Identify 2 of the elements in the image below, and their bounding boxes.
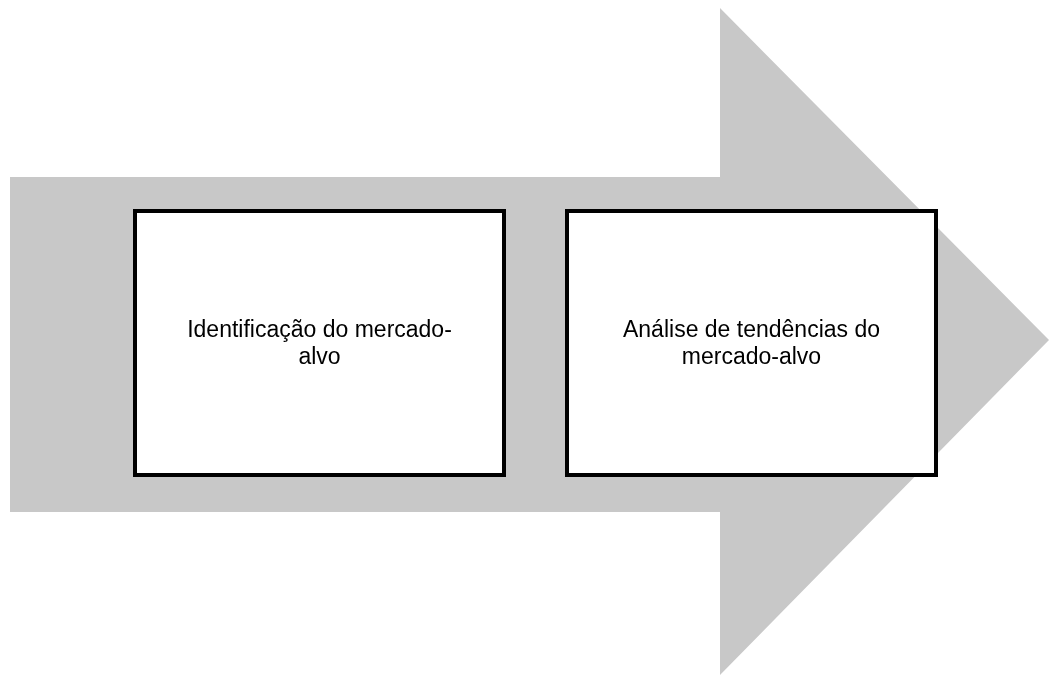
- process-box: Análise de tendências do mercado-alvo: [565, 209, 938, 477]
- process-box: Identificação do mercado-alvo: [133, 209, 506, 477]
